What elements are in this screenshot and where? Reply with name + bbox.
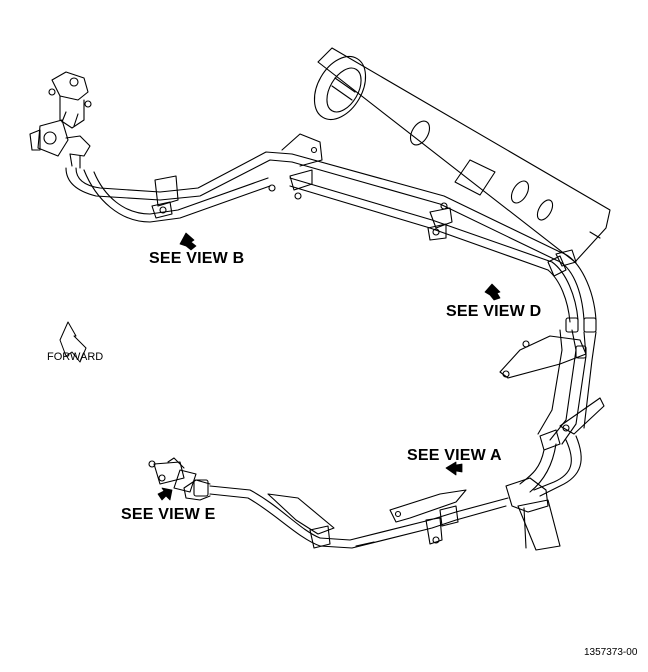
right-descending-hoses: [499, 249, 605, 497]
parallel-hoses: [289, 153, 561, 271]
upper-hose-run: [65, 133, 323, 223]
view-a-arrow: [445, 461, 463, 476]
upper-left-fitting: [29, 71, 92, 169]
view-d-arrow: [484, 283, 501, 301]
forward-arrow-icon: [59, 321, 87, 363]
figure-number: 1357373-00: [584, 647, 638, 658]
view-e-arrow: [157, 487, 173, 501]
tailpipe: [505, 477, 561, 551]
view-b-arrow: [179, 232, 197, 251]
forward-label: FORWARD: [47, 351, 104, 363]
see-view-a-label: SEE VIEW A: [407, 447, 502, 464]
muffler: [313, 47, 611, 263]
see-view-d-label: SEE VIEW D: [446, 303, 542, 320]
see-view-b-label: SEE VIEW B: [149, 250, 245, 267]
see-view-e-label: SEE VIEW E: [121, 506, 216, 523]
lower-hose-run: [148, 457, 509, 549]
